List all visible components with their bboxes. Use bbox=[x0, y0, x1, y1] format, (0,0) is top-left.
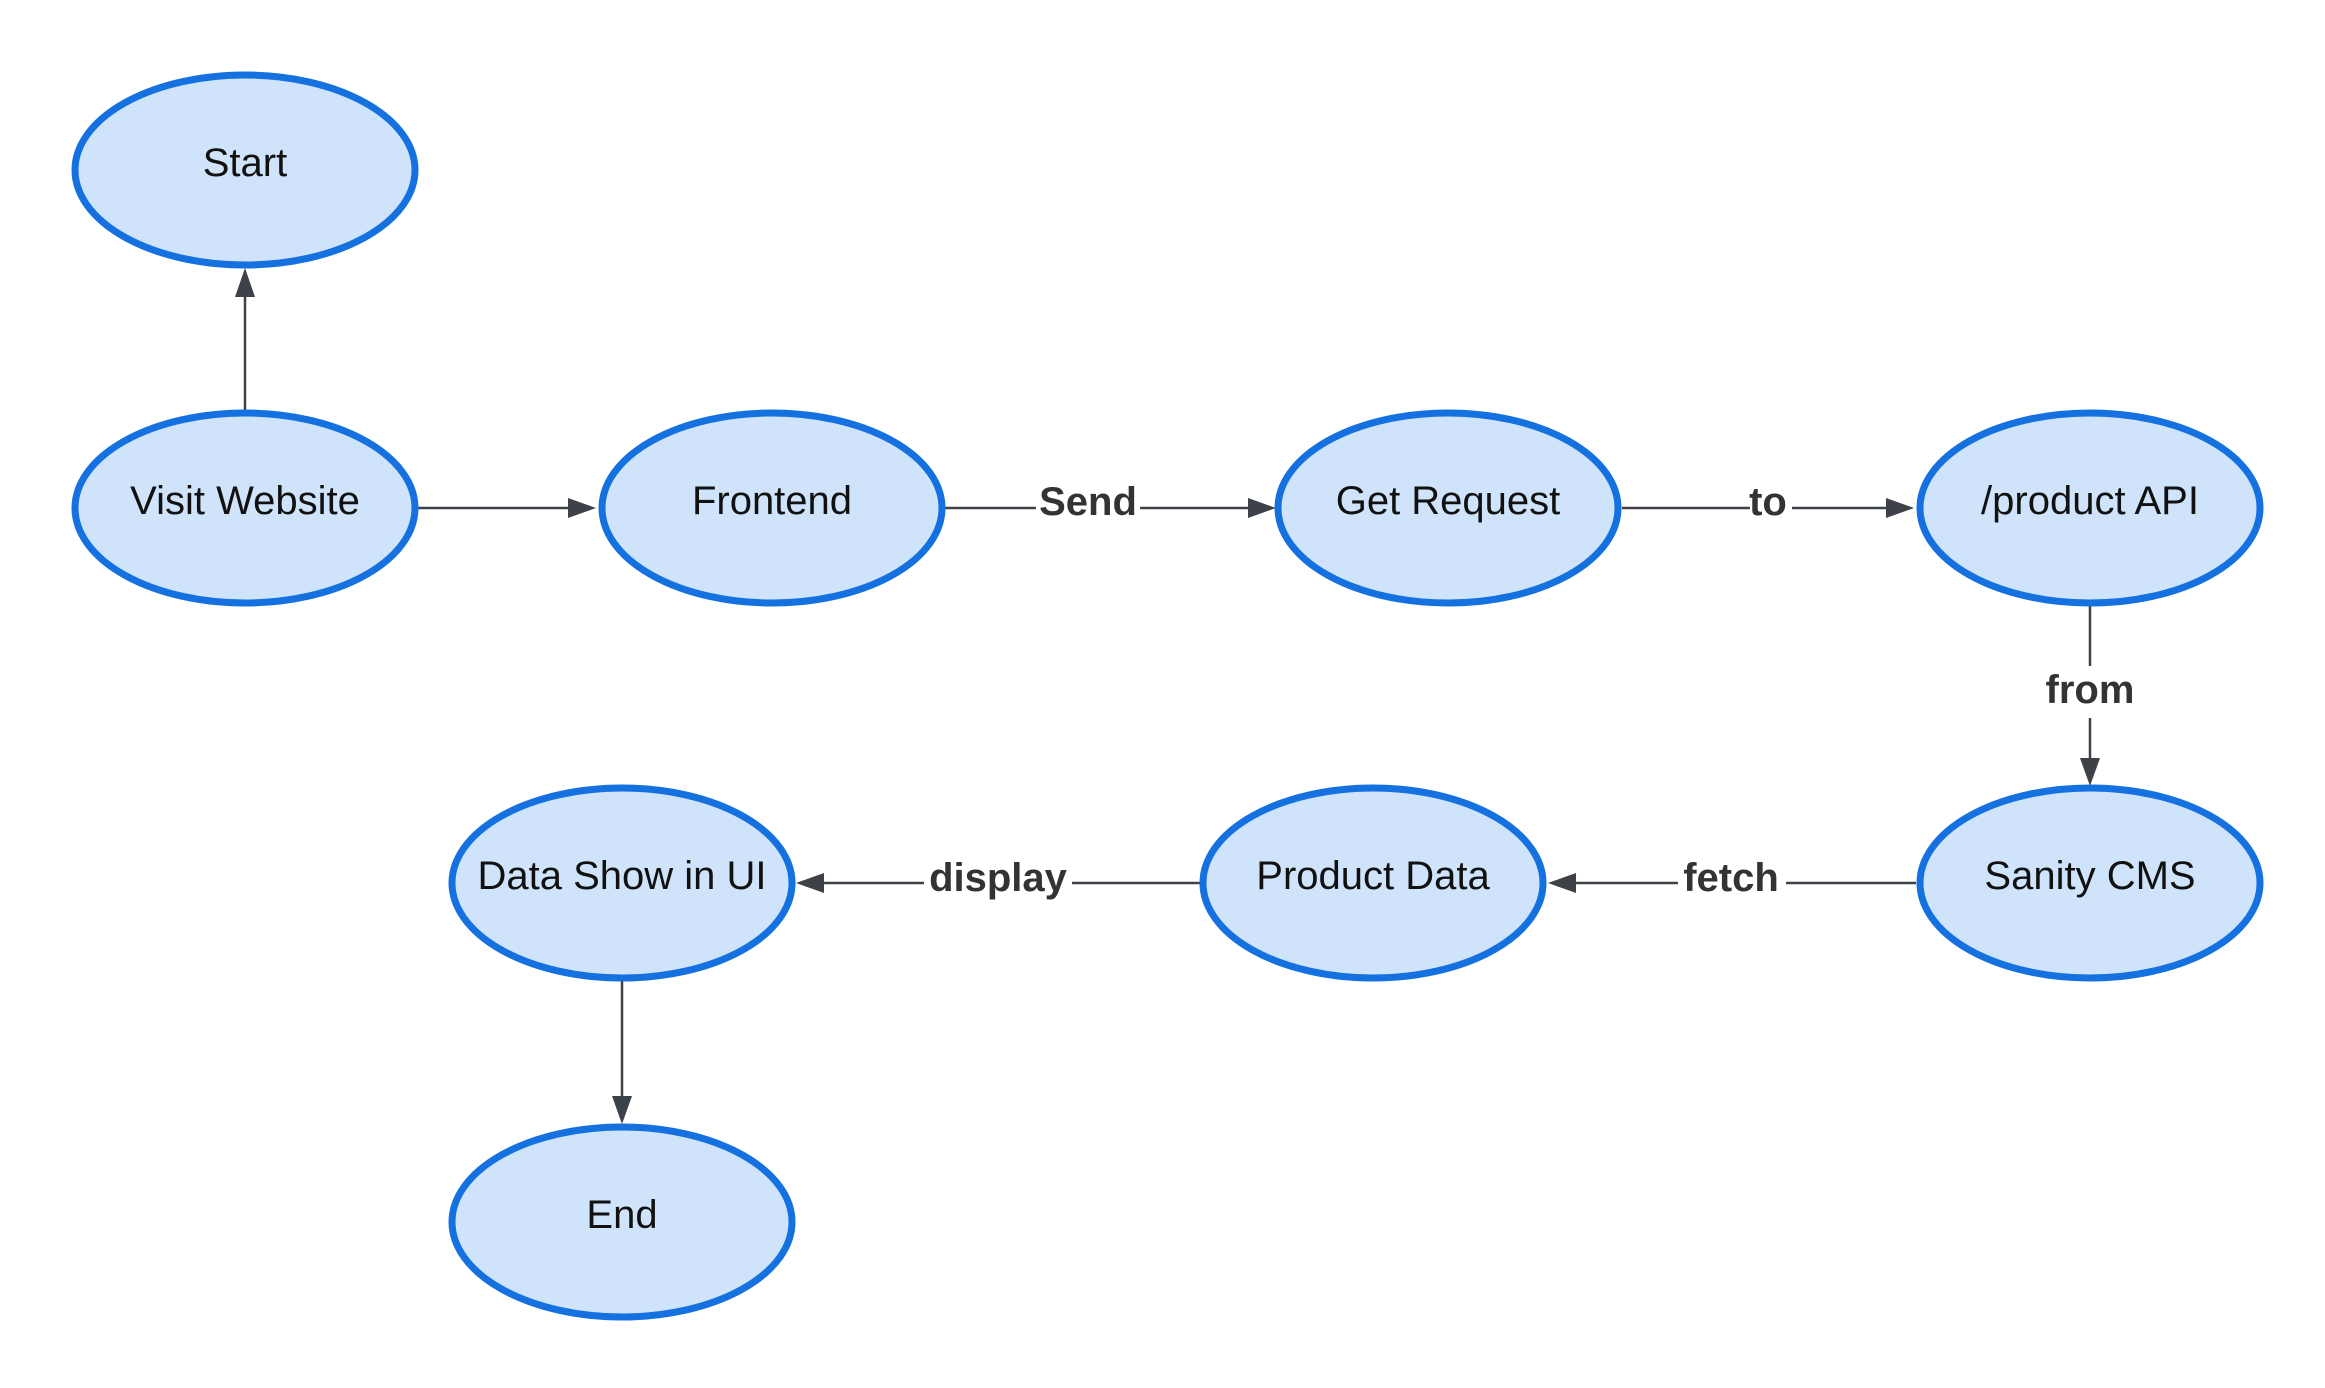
edge-frontend-to-get-request: Send bbox=[945, 480, 1276, 532]
edge-label-send: Send bbox=[1039, 480, 1137, 524]
node-label-end: End bbox=[586, 1193, 657, 1237]
edge-sanity-to-product-data: fetch bbox=[1548, 855, 1916, 907]
node-product-data: Product Data bbox=[1199, 784, 1547, 982]
node-data-show-in-ui: Data Show in UI bbox=[448, 784, 796, 982]
node-label-visit-website: Visit Website bbox=[130, 479, 360, 523]
node-frontend: Frontend bbox=[598, 409, 946, 607]
node-start: Start bbox=[71, 71, 419, 269]
node-visit-website: Visit Website bbox=[71, 409, 419, 607]
node-end: End bbox=[448, 1123, 796, 1321]
node-label-product-api: /product API bbox=[1981, 479, 2199, 523]
edge-get-request-to-product-api: to bbox=[1622, 480, 1914, 532]
node-label-product-data: Product Data bbox=[1256, 854, 1490, 898]
edge-label-to: to bbox=[1749, 480, 1787, 524]
node-get-request: Get Request bbox=[1274, 409, 1622, 607]
node-label-get-request: Get Request bbox=[1336, 479, 1561, 523]
edge-label-display: display bbox=[929, 856, 1068, 900]
edge-visit-to-frontend bbox=[418, 498, 596, 518]
edge-product-data-to-data-show: display bbox=[796, 855, 1200, 907]
edge-label-from: from bbox=[2046, 668, 2135, 712]
edge-label-fetch: fetch bbox=[1683, 856, 1779, 900]
edge-data-show-to-end bbox=[612, 980, 632, 1124]
node-label-data-show-in-ui: Data Show in UI bbox=[477, 854, 766, 898]
edge-visit-to-start bbox=[235, 268, 255, 412]
node-product-api: /product API bbox=[1916, 409, 2264, 607]
node-label-start: Start bbox=[203, 141, 287, 185]
node-label-frontend: Frontend bbox=[692, 479, 852, 523]
edge-product-api-to-sanity: from bbox=[2036, 605, 2144, 786]
node-label-sanity-cms: Sanity CMS bbox=[1984, 854, 2195, 898]
node-sanity-cms: Sanity CMS bbox=[1916, 784, 2264, 982]
